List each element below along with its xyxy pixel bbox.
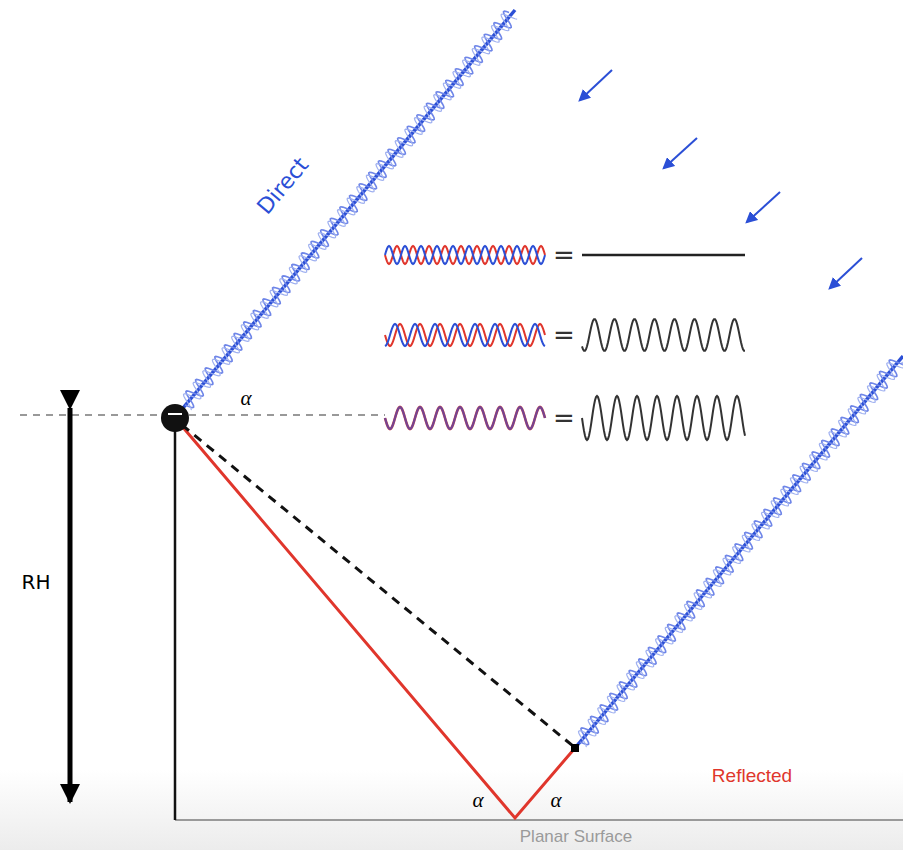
direct-wave-sample [385, 246, 545, 264]
height-arrow [68, 408, 73, 802]
incoming-wave [580, 360, 903, 745]
wave-group [183, 11, 903, 747]
incoming-wave [578, 362, 903, 747]
direct-wave [183, 14, 517, 410]
equals-sign: = [553, 242, 575, 268]
direct-wave [185, 11, 511, 407]
direct-wave-sample [385, 407, 545, 429]
direct-wave-sample [385, 324, 545, 346]
signal-arrow [664, 138, 697, 168]
angle-label: α [550, 790, 561, 811]
reflection-point [571, 744, 579, 752]
antenna-pole [174, 418, 177, 820]
cancelled-wave [582, 254, 745, 257]
signal-arrow [830, 258, 862, 288]
antenna-mark [168, 413, 182, 415]
ray-label: Reflected [712, 766, 792, 785]
horizon-line [20, 414, 385, 416]
reflected-wave-sample [385, 324, 545, 346]
signal-arrow [747, 192, 780, 222]
reflected-wave-sample [385, 407, 545, 429]
dimension-label: RH [22, 572, 51, 592]
angle-label: α [240, 388, 251, 409]
path-difference-line [182, 425, 573, 746]
reflected-path [175, 418, 575, 818]
surface-line [175, 819, 903, 821]
ray-label: Direct [253, 154, 312, 219]
result-wave [582, 319, 745, 351]
surface-label: Planar Surface [520, 828, 632, 845]
reflected-wave-sample [385, 246, 545, 264]
equals-sign: = [553, 322, 575, 348]
equals-sign: = [553, 405, 575, 431]
signal-arrow [580, 70, 612, 100]
angle-label: α [472, 790, 483, 811]
antenna-symbol [161, 404, 189, 432]
result-wave [582, 396, 745, 440]
